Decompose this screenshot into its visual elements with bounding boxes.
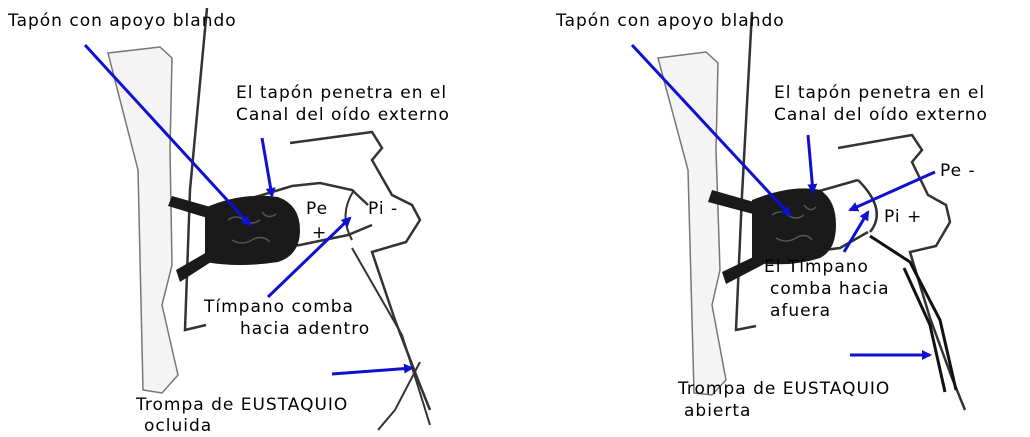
left-arrow-plug: [83, 43, 252, 227]
left-arrow-canal: [260, 137, 276, 198]
left-arrow-tube: [331, 363, 414, 376]
right-plug-body: [752, 188, 836, 265]
right-arrow-plug: [630, 43, 792, 217]
left-plug-label: Tapón con apoyo blando: [8, 11, 237, 31]
right-pe-label: Pe -: [940, 161, 976, 181]
right-eustachian-tube-b: [902, 267, 947, 393]
left-support-post: [183, 7, 209, 332]
left-eardrum-label-line2: hacia adentro: [240, 319, 371, 339]
left-arrows: [83, 43, 414, 376]
left-canal-label-line1: El tapón penetra en el: [236, 83, 448, 103]
right-middle-ear-outline: [837, 133, 967, 411]
right-panel-drawing: [657, 11, 967, 411]
right-tube-label-line2: abierta: [684, 401, 752, 421]
right-tube-label-line1: Trompa de EUSTAQUIO: [678, 379, 891, 399]
right-eardrum-label-line2: comba hacia: [770, 279, 890, 299]
right-eardrum-label-line3: afuera: [770, 301, 832, 321]
left-tube-label-line1: Trompa de EUSTAQUIO: [136, 395, 349, 415]
left-plug-stem-top: [168, 196, 214, 220]
right-eardrum: [857, 179, 878, 233]
left-tube-label-line2: ocluida: [144, 416, 213, 436]
right-support-post: [734, 11, 757, 332]
left-eardrum: [344, 189, 355, 241]
right-arrows: [630, 43, 936, 360]
right-eustachian-tube-a: [869, 234, 958, 391]
right-canal-label-line2: Canal del oído externo: [774, 105, 988, 125]
left-panel-drawing: [107, 7, 432, 431]
right-plug-label: Tapón con apoyo blando: [556, 11, 785, 31]
right-arrow-eardrum: [842, 210, 870, 253]
right-eardrum-label-line1: El Tímpano: [764, 257, 869, 277]
right-arrow-pe: [848, 170, 936, 212]
left-plug-body: [205, 195, 300, 265]
left-pe-sign: +: [312, 223, 328, 243]
right-pi-label: Pi +: [884, 207, 923, 227]
left-pe-label: Pe: [306, 199, 329, 219]
left-eustachian-tube-a: [351, 247, 431, 426]
right-canal-label-line1: El tapón penetra en el: [774, 83, 986, 103]
right-arrow-canal: [806, 134, 818, 194]
left-eardrum-label-line1: Tímpano comba: [204, 297, 354, 317]
left-canal-label-line2: Canal del oído externo: [236, 105, 450, 125]
right-head-silhouette: [657, 51, 727, 396]
left-plug-stem-bottom: [176, 248, 214, 282]
left-head-silhouette: [107, 46, 179, 394]
left-arrow-eardrum: [266, 216, 352, 299]
left-pi-label: Pi -: [368, 199, 399, 219]
left-eustachian-tube-b: [377, 361, 421, 431]
